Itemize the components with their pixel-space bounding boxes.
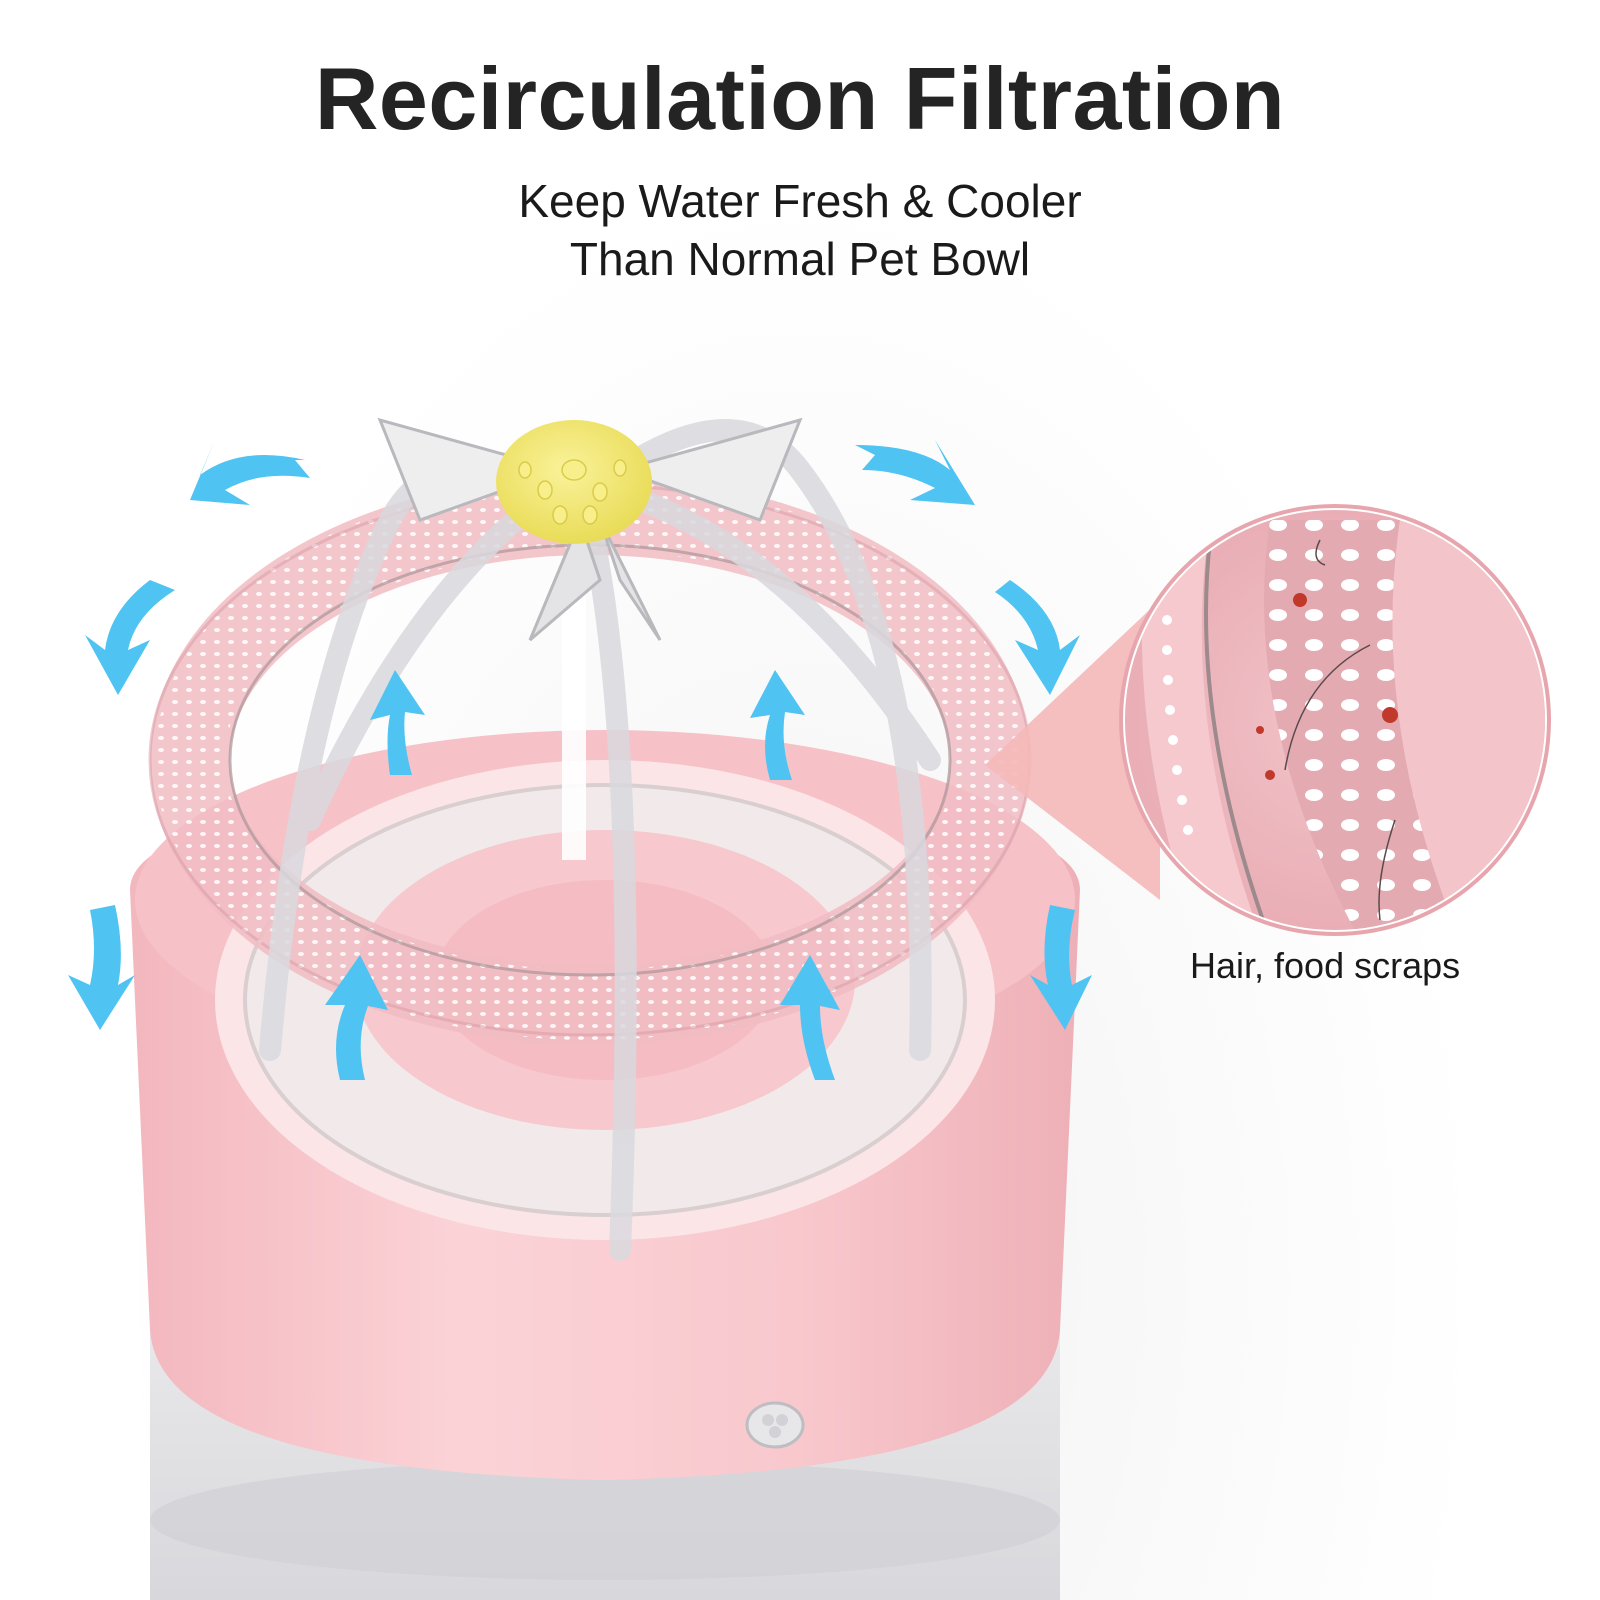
flow-arrow-icon [750,670,805,780]
subtitle-line-1: Keep Water Fresh & Cooler [518,175,1082,227]
flower-spout-icon [377,417,803,642]
subtitle-line-2: Than Normal Pet Bowl [569,233,1031,285]
flow-arrow-icon [68,905,135,1030]
flow-arrow-icon [85,580,175,695]
flow-arrow-icon [1030,905,1092,1030]
magnifier-callout-icon [985,504,1551,936]
callout-caption: Hair, food scraps [1190,945,1461,986]
flow-arrow-icon [370,670,425,775]
page-title: Recirculation Filtration [314,49,1286,148]
flow-arrow-icon [780,955,840,1080]
flow-arrow-icon [995,580,1080,695]
flow-arrow-icon [190,440,310,505]
flow-arrows [68,440,1092,1080]
motion-sensor-icon [745,1401,805,1449]
flow-arrow-icon [855,440,975,505]
page-subtitle: Keep Water Fresh & Cooler Than Normal Pe… [0,172,1600,288]
flow-arrow-icon [325,955,388,1080]
